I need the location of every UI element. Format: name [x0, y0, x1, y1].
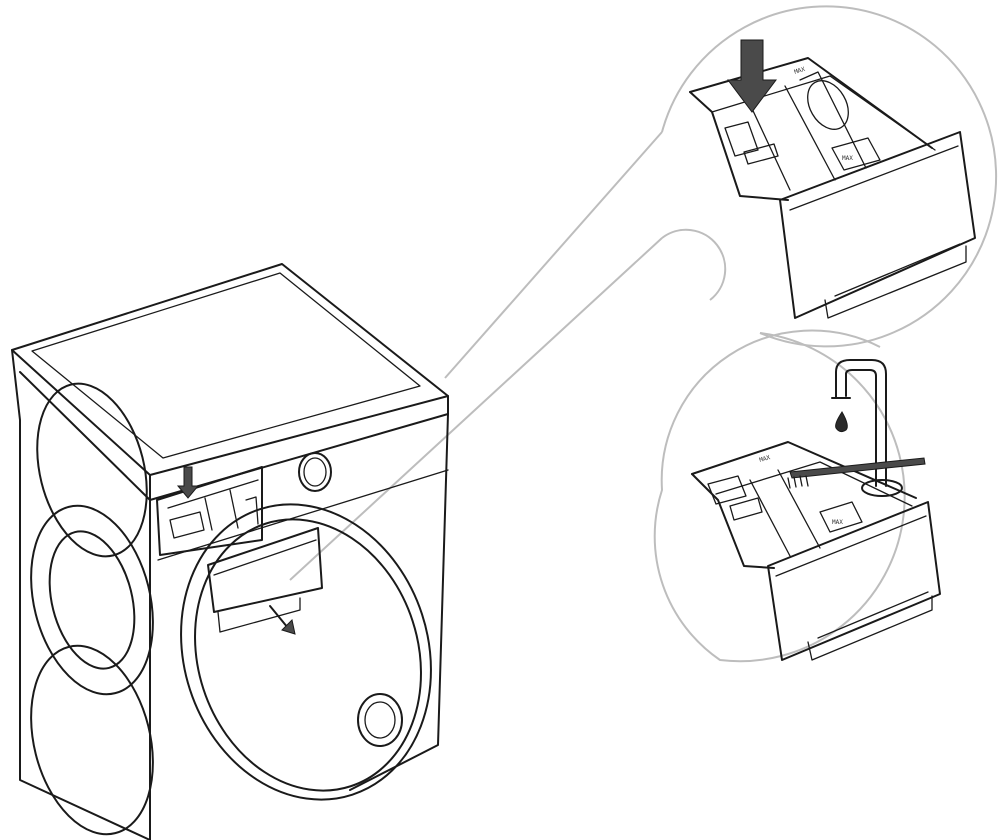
- svg-text:MAX: MAX: [759, 454, 772, 464]
- magnifier-guide-lines: [289, 131, 663, 581]
- washing-machine-icon: [11, 263, 449, 840]
- cleaning-drawer-icon: MAX MAX: [691, 441, 941, 661]
- press-down-arrow-icon: [176, 466, 200, 499]
- machine-drawer-icon: [156, 466, 323, 633]
- faucet-icon: [831, 359, 903, 497]
- svg-text:MAX: MAX: [793, 66, 806, 76]
- svg-text:MAX: MAX: [832, 519, 843, 526]
- magnifier-circles: [653, 5, 998, 663]
- svg-text:MAX: MAX: [842, 155, 853, 162]
- toothbrush-icon: [787, 457, 926, 489]
- press-down-arrow-icon: [727, 39, 777, 113]
- detergent-drawer-icon: MAX MAX: [689, 57, 976, 319]
- water-drop-icon: [835, 411, 848, 433]
- pull-out-arrow-icon: [269, 605, 296, 635]
